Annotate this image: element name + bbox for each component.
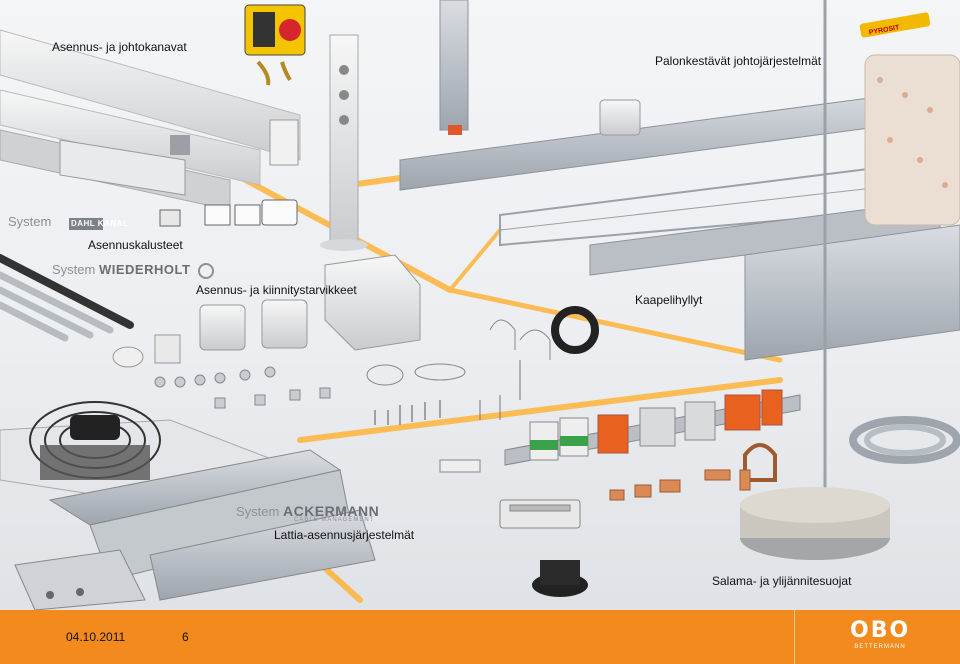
underfloor-systems-illustration bbox=[0, 401, 376, 610]
footer-bar: 04.10.2011 6 bbox=[0, 610, 960, 664]
dahl-prefix: System bbox=[8, 214, 52, 229]
fire-protection-bags-illustration: PYROSIT bbox=[859, 12, 960, 226]
product-illustration: PYROSIT bbox=[0, 0, 960, 610]
wiederholt-system-logo: System WIEDERHOLT bbox=[52, 262, 215, 279]
label-underfloor: Lattia-asennusjärjestelmät bbox=[274, 528, 415, 542]
wiederholt-prefix: System bbox=[52, 262, 96, 277]
label-cable-trunking: Asennus- ja johtokanavat bbox=[52, 40, 187, 54]
product-overview-scene: PYROSIT bbox=[0, 0, 960, 610]
ackermann-system-logo: System ACKERMANN CABLE MANAGEMENT bbox=[236, 503, 379, 523]
ackermann-sub: CABLE MANAGEMENT bbox=[294, 517, 375, 523]
conduits-illustration bbox=[0, 254, 134, 342]
label-cable-trays: Kaapelihyllyt bbox=[635, 293, 703, 307]
footer-page-number: 6 bbox=[182, 630, 189, 644]
label-fire-protection: Palonkestävät johtojärjestelmät bbox=[655, 54, 822, 68]
obo-bettermann-logo: OBO BETTERMANN bbox=[850, 620, 910, 654]
concrete-base-illustration bbox=[532, 487, 890, 597]
junction-boxes-illustration bbox=[112, 254, 421, 368]
earthing-strip-coil-illustration bbox=[849, 416, 960, 464]
dahl-name: DAHL KANAL bbox=[68, 218, 129, 230]
logo-mark: OBO bbox=[850, 618, 911, 643]
ackermann-prefix: System bbox=[236, 504, 280, 519]
footer-divider bbox=[794, 610, 795, 664]
footer-date: 04.10.2011 bbox=[66, 630, 126, 644]
installation-accessories-illustration bbox=[159, 199, 298, 227]
fasteners-illustration bbox=[154, 306, 599, 420]
nails-illustration bbox=[374, 400, 441, 425]
floor-socket-illustration bbox=[29, 401, 161, 480]
label-lightning-protection: Salama- ja ylijännitesuojat bbox=[712, 574, 852, 588]
emergency-switch-illustration bbox=[244, 4, 306, 86]
cable-trunking-illustration bbox=[0, 29, 301, 211]
logo-sub: BETTERMANN bbox=[854, 644, 906, 650]
service-column-illustration bbox=[320, 34, 368, 251]
wiederholt-emblem-icon bbox=[198, 262, 215, 279]
dahl-system-logo: System DAHL KANAL bbox=[8, 214, 129, 230]
surge-protection-illustration bbox=[439, 389, 801, 473]
wall-plugs-illustration bbox=[499, 499, 581, 529]
ackermann-name: ACKERMANN bbox=[282, 503, 380, 519]
wiederholt-name: WIEDERHOLT bbox=[98, 262, 191, 277]
label-fastening: Asennus- ja kiinnitystarvikkeet bbox=[196, 283, 357, 297]
label-installation-accessories: Asennuskalusteet bbox=[88, 238, 183, 252]
lightning-conductor-parts-illustration bbox=[609, 443, 777, 501]
